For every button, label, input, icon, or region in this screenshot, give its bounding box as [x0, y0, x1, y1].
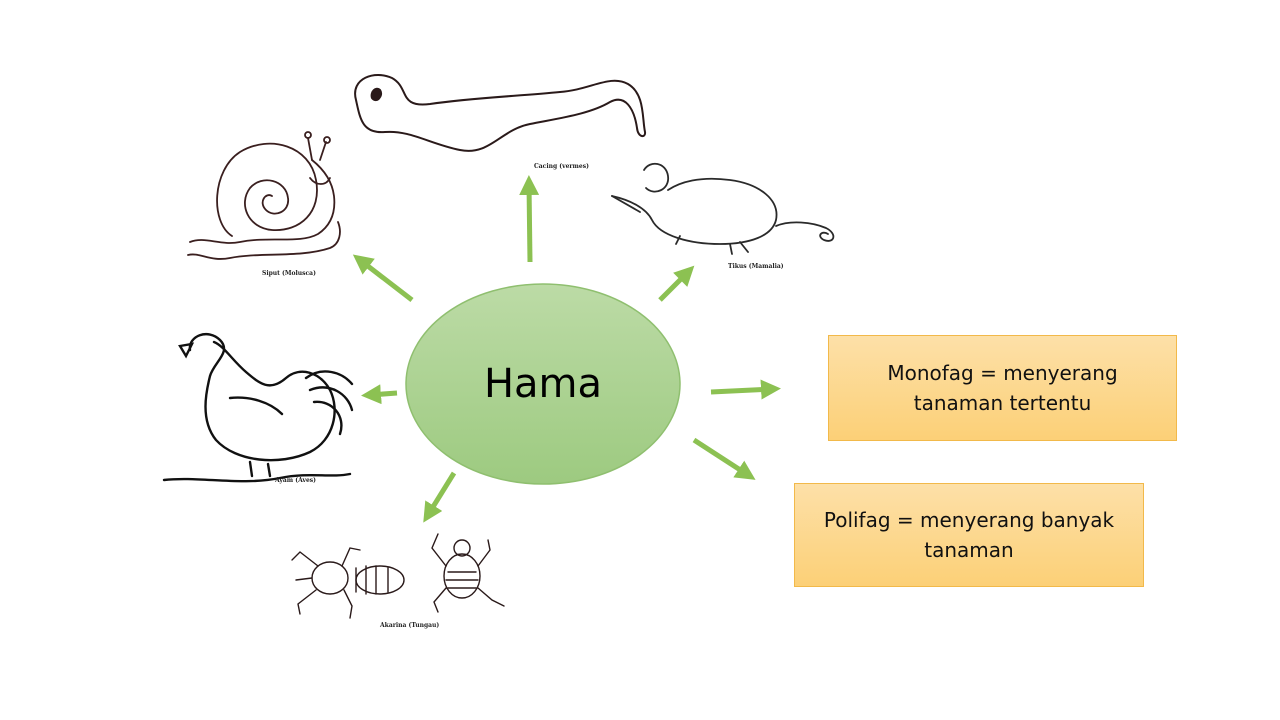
- arrow-to-chicken: [361, 384, 398, 405]
- arrow-to-monofag: [710, 379, 781, 400]
- worm-illustration: [354, 74, 647, 152]
- monofag-box: Monofag = menyerang tanaman tertentu: [828, 335, 1177, 441]
- mouse-illustration: [611, 162, 835, 255]
- snail-illustration: [187, 131, 341, 260]
- polifag-text: Polifag = menyerang banyak tanaman: [823, 508, 1115, 562]
- arrow-to-mites: [423, 471, 457, 523]
- chicken-illustration: [162, 333, 354, 483]
- center-label: Hama: [483, 361, 603, 407]
- monofag-text: Monofag = menyerang tanaman tertentu: [887, 361, 1118, 415]
- worm-caption: Cacing (vermes): [534, 163, 589, 170]
- arrow-to-mouse: [658, 265, 695, 302]
- snail-caption: Siput (Molusca): [262, 270, 316, 277]
- arrow-to-snail: [352, 254, 414, 302]
- mites-illustration: [291, 533, 505, 619]
- mouse-caption: Tikus (Mamalia): [728, 263, 784, 270]
- chicken-caption: Ayam (Aves): [275, 477, 316, 484]
- polifag-box: Polifag = menyerang banyak tanaman: [794, 483, 1144, 587]
- arrow-to-polifag: [692, 437, 756, 480]
- mites-caption: Akarina (Tungau): [380, 622, 440, 629]
- arrow-to-worm: [519, 175, 540, 263]
- center-ellipse: [405, 283, 681, 485]
